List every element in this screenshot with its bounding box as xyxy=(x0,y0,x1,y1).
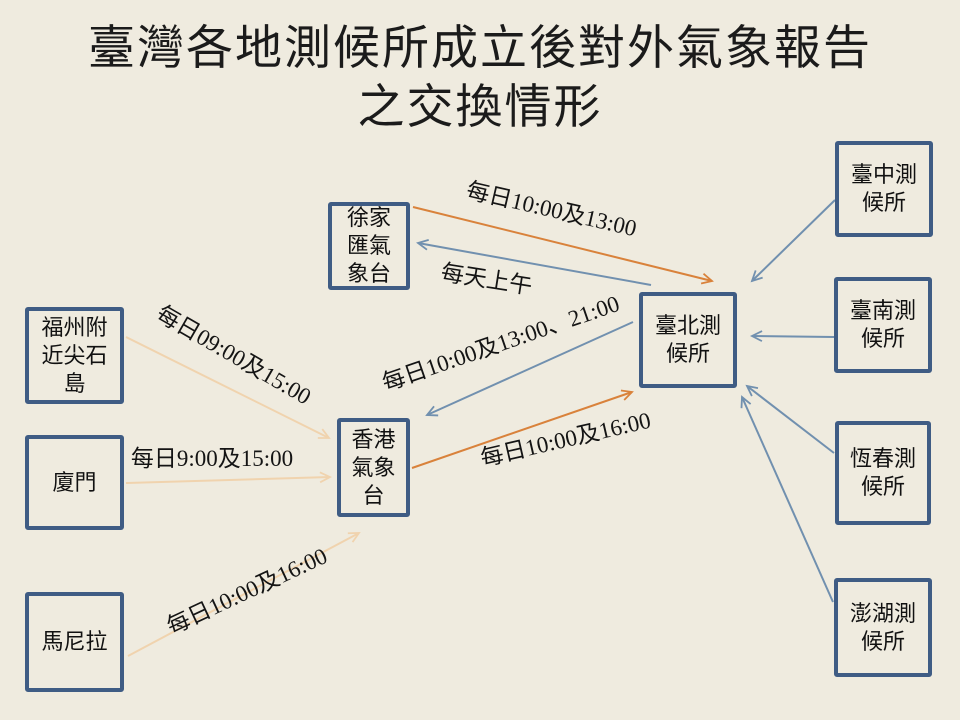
node-label: 澎湖測 候所 xyxy=(849,600,916,654)
node-label: 臺北測 候所 xyxy=(654,313,721,366)
node-xiamen: 廈門 xyxy=(25,435,124,530)
edge-xujiahui-to-taipei xyxy=(412,206,714,285)
node-penghu-station: 澎湖測 候所 xyxy=(834,578,932,677)
node-label: 恆春測 候所 xyxy=(849,446,916,499)
node-manila: 馬尼拉 xyxy=(25,592,124,692)
node-label: 馬尼拉 xyxy=(41,629,108,654)
node-taipei-station: 臺北測 候所 xyxy=(639,292,737,388)
node-label: 徐家 匯氣 象台 xyxy=(346,205,391,286)
node-label: 香港 氣象 台 xyxy=(351,426,396,508)
edge-penghu-to-taipei xyxy=(740,395,834,603)
node-tainan-station: 臺南測 候所 xyxy=(834,277,932,373)
edge-fuzhou-to-hongkong xyxy=(125,336,331,439)
node-xujiahui-observatory: 徐家 匯氣 象台 xyxy=(328,202,410,290)
edge-manila-to-hongkong xyxy=(127,532,361,657)
edge-xiamen-to-hongkong xyxy=(125,471,333,484)
edge-taipei-to-xujiahui xyxy=(416,238,652,286)
edge-taipei-to-hongkong xyxy=(425,321,634,417)
node-hengchun-station: 恆春測 候所 xyxy=(835,421,931,525)
edge-taichung-to-taipei xyxy=(750,199,836,283)
page-title: 臺灣各地測候所成立後對外氣象報告之交換情形 xyxy=(88,23,872,134)
node-label: 臺南測 候所 xyxy=(849,298,916,351)
edge-hengchun-to-taipei xyxy=(745,384,835,454)
node-label: 廈門 xyxy=(52,469,97,495)
node-label: 福州附 近尖石 島 xyxy=(41,314,108,396)
edge-tainan-to-taipei xyxy=(749,330,835,342)
edge-hongkong-to-taipei xyxy=(411,389,634,469)
edge-label-xiamen-to-hongkong: 每日9:00及15:00 xyxy=(130,446,294,471)
node-taichung-station: 臺中測 候所 xyxy=(835,141,933,237)
node-fuzhou-jianshi-island: 福州附 近尖石 島 xyxy=(25,307,124,404)
node-label: 臺中測 候所 xyxy=(850,162,917,215)
node-hongkong-observatory: 香港 氣象 台 xyxy=(337,418,410,517)
